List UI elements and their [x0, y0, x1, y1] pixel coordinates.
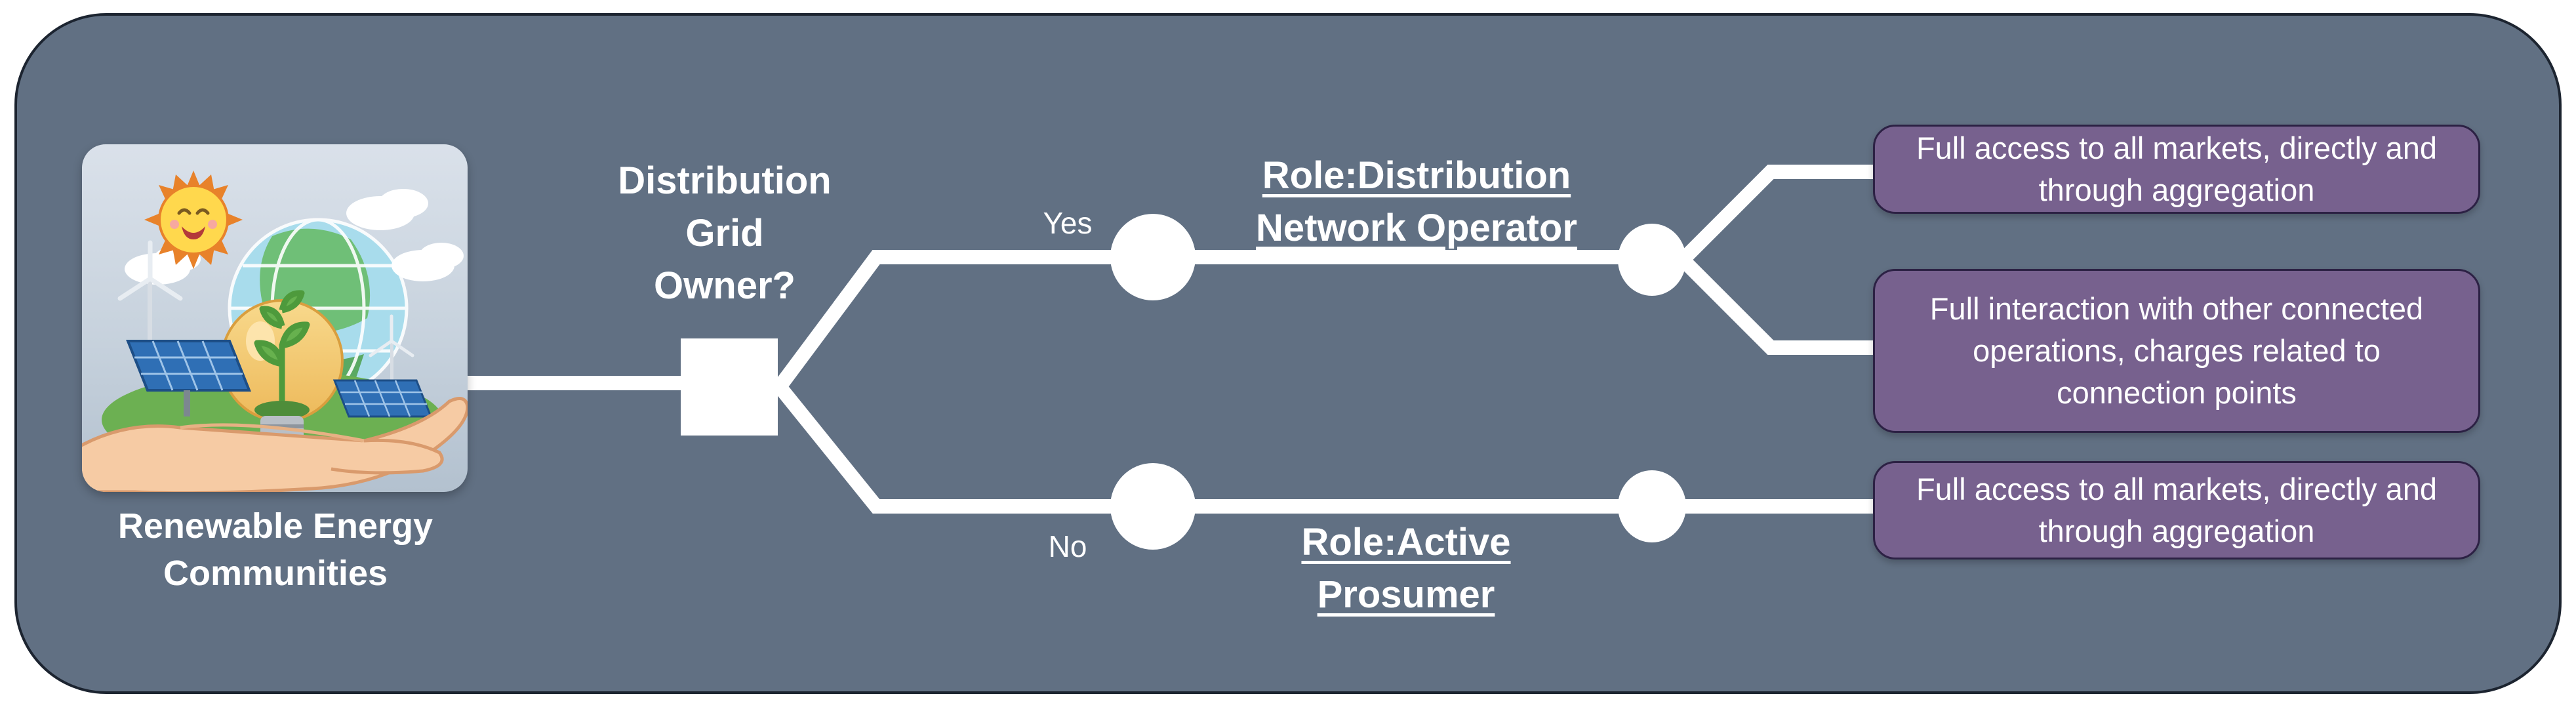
yes-circle-node-1: [1110, 214, 1196, 300]
renewable-energy-image: [82, 144, 468, 492]
yes-branch-line: [769, 250, 1691, 398]
role-label-distribution-network-operator: Role:Distribution Network Operator: [1256, 154, 1577, 249]
yes-fork-upper-line: [1678, 165, 1874, 265]
sun-icon: [144, 171, 243, 269]
decision-square-node: [681, 338, 778, 436]
no-circle-node-1: [1110, 463, 1196, 550]
yes-circle-node-2: [1618, 224, 1686, 296]
source-caption: Renewable Energy Communities: [117, 506, 433, 593]
no-branch-line: [769, 376, 1874, 514]
hand-icon: [82, 397, 468, 492]
branch-label-no: No: [1048, 529, 1087, 563]
yes-fork-lower-line: [1678, 254, 1874, 355]
solar-panel-icon: [126, 340, 433, 418]
no-circle-node-2: [1618, 470, 1686, 542]
outcome-box-market-access-no: Full access to all markets, directly and…: [1873, 461, 2480, 559]
outcome-box-market-access-yes: Full access to all markets, directly and…: [1873, 125, 2480, 214]
outcome-box-interaction-charges: Full interaction with other connected op…: [1873, 269, 2480, 433]
decision-question: Distribution Grid Owner?: [618, 159, 832, 307]
wind-turbine-icon: [117, 240, 414, 400]
role-label-active-prosumer: Role:Active Prosumer: [1301, 521, 1511, 616]
branch-label-yes: Yes: [1043, 206, 1093, 240]
